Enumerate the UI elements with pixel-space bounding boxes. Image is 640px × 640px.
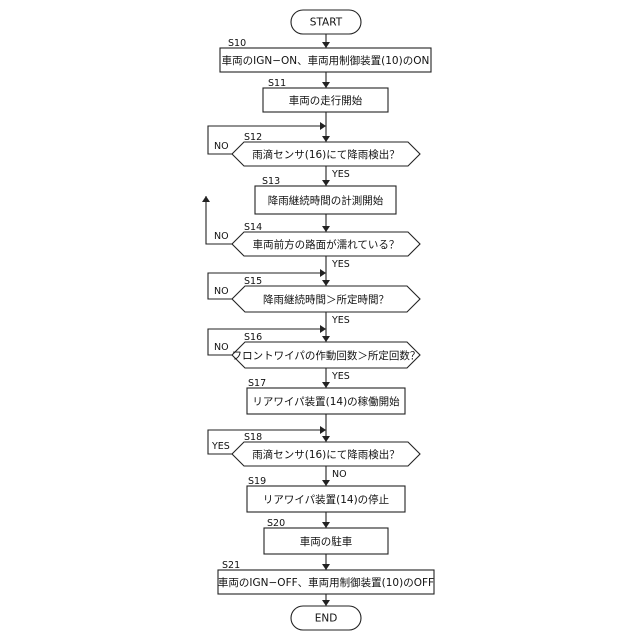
end-terminal: END <box>291 606 361 630</box>
step-s10-id: S10 <box>228 38 246 49</box>
decision-s18-yes-label: YES <box>211 441 230 452</box>
step-s19-text: リアワイパ装置(14)の停止 <box>263 493 389 506</box>
decision-s15-yes-label: YES <box>331 315 350 326</box>
decision-s16-id: S16 <box>244 332 262 343</box>
decision-s16: S16 フロントワイパの作動回数＞所定回数？ NO YES <box>214 332 420 382</box>
decision-s14-yes-label: YES <box>331 259 350 270</box>
decision-s15-no-label: NO <box>214 286 229 297</box>
decision-s12-no-label: NO <box>214 141 229 152</box>
decision-s16-no-label: NO <box>214 342 229 353</box>
decision-s14-no-label: NO <box>214 231 229 242</box>
decision-s14-id: S14 <box>244 222 262 233</box>
decision-s14: S14 車両前方の路面が濡れている？ NO YES <box>214 222 420 270</box>
decision-s12-yes-label: YES <box>331 169 350 180</box>
decision-s16-yes-label: YES <box>331 371 350 382</box>
step-s11-text: 車両の走行開始 <box>289 94 363 107</box>
decision-s15: S15 降雨継続時間＞所定時間？ NO YES <box>214 276 420 326</box>
decision-s18-text: 雨滴センサ(16)にて降雨検出？ <box>252 448 400 461</box>
step-s13-text: 降雨継続時間の計測開始 <box>268 194 384 207</box>
step-s11-id: S11 <box>268 78 286 89</box>
step-s21-text: 車両のIGN−OFF、車両用制御装置(10)のOFF <box>218 576 434 589</box>
step-s10-text: 車両のIGN−ON、車両用制御装置(10)のON <box>222 54 430 67</box>
start-terminal: START <box>291 10 361 34</box>
decision-s12: S12 雨滴センサ(16)にて降雨検出？ NO YES <box>214 132 420 180</box>
decision-s15-id: S15 <box>244 276 262 287</box>
step-s20-id: S20 <box>267 518 285 529</box>
decision-s18: S18 雨滴センサ(16)にて降雨検出？ YES NO <box>211 432 420 480</box>
step-s13-id: S13 <box>262 176 280 187</box>
decision-s12-text: 雨滴センサ(16)にて降雨検出？ <box>252 148 400 161</box>
step-s20-text: 車両の駐車 <box>300 535 353 548</box>
decision-s15-text: 降雨継続時間＞所定時間？ <box>263 293 389 306</box>
decision-s14-text: 車両前方の路面が濡れている？ <box>253 238 400 251</box>
decision-s18-id: S18 <box>244 432 262 443</box>
decision-s12-id: S12 <box>244 132 262 143</box>
step-s17-text: リアワイパ装置(14)の稼働開始 <box>252 395 400 408</box>
step-s19-id: S19 <box>248 476 266 487</box>
start-label: START <box>310 17 343 29</box>
end-label: END <box>315 613 338 625</box>
decision-s18-no-label: NO <box>332 469 347 480</box>
step-s17-id: S17 <box>248 378 266 389</box>
decision-s16-text: フロントワイパの作動回数＞所定回数？ <box>232 349 421 362</box>
step-s21-id: S21 <box>222 560 240 571</box>
